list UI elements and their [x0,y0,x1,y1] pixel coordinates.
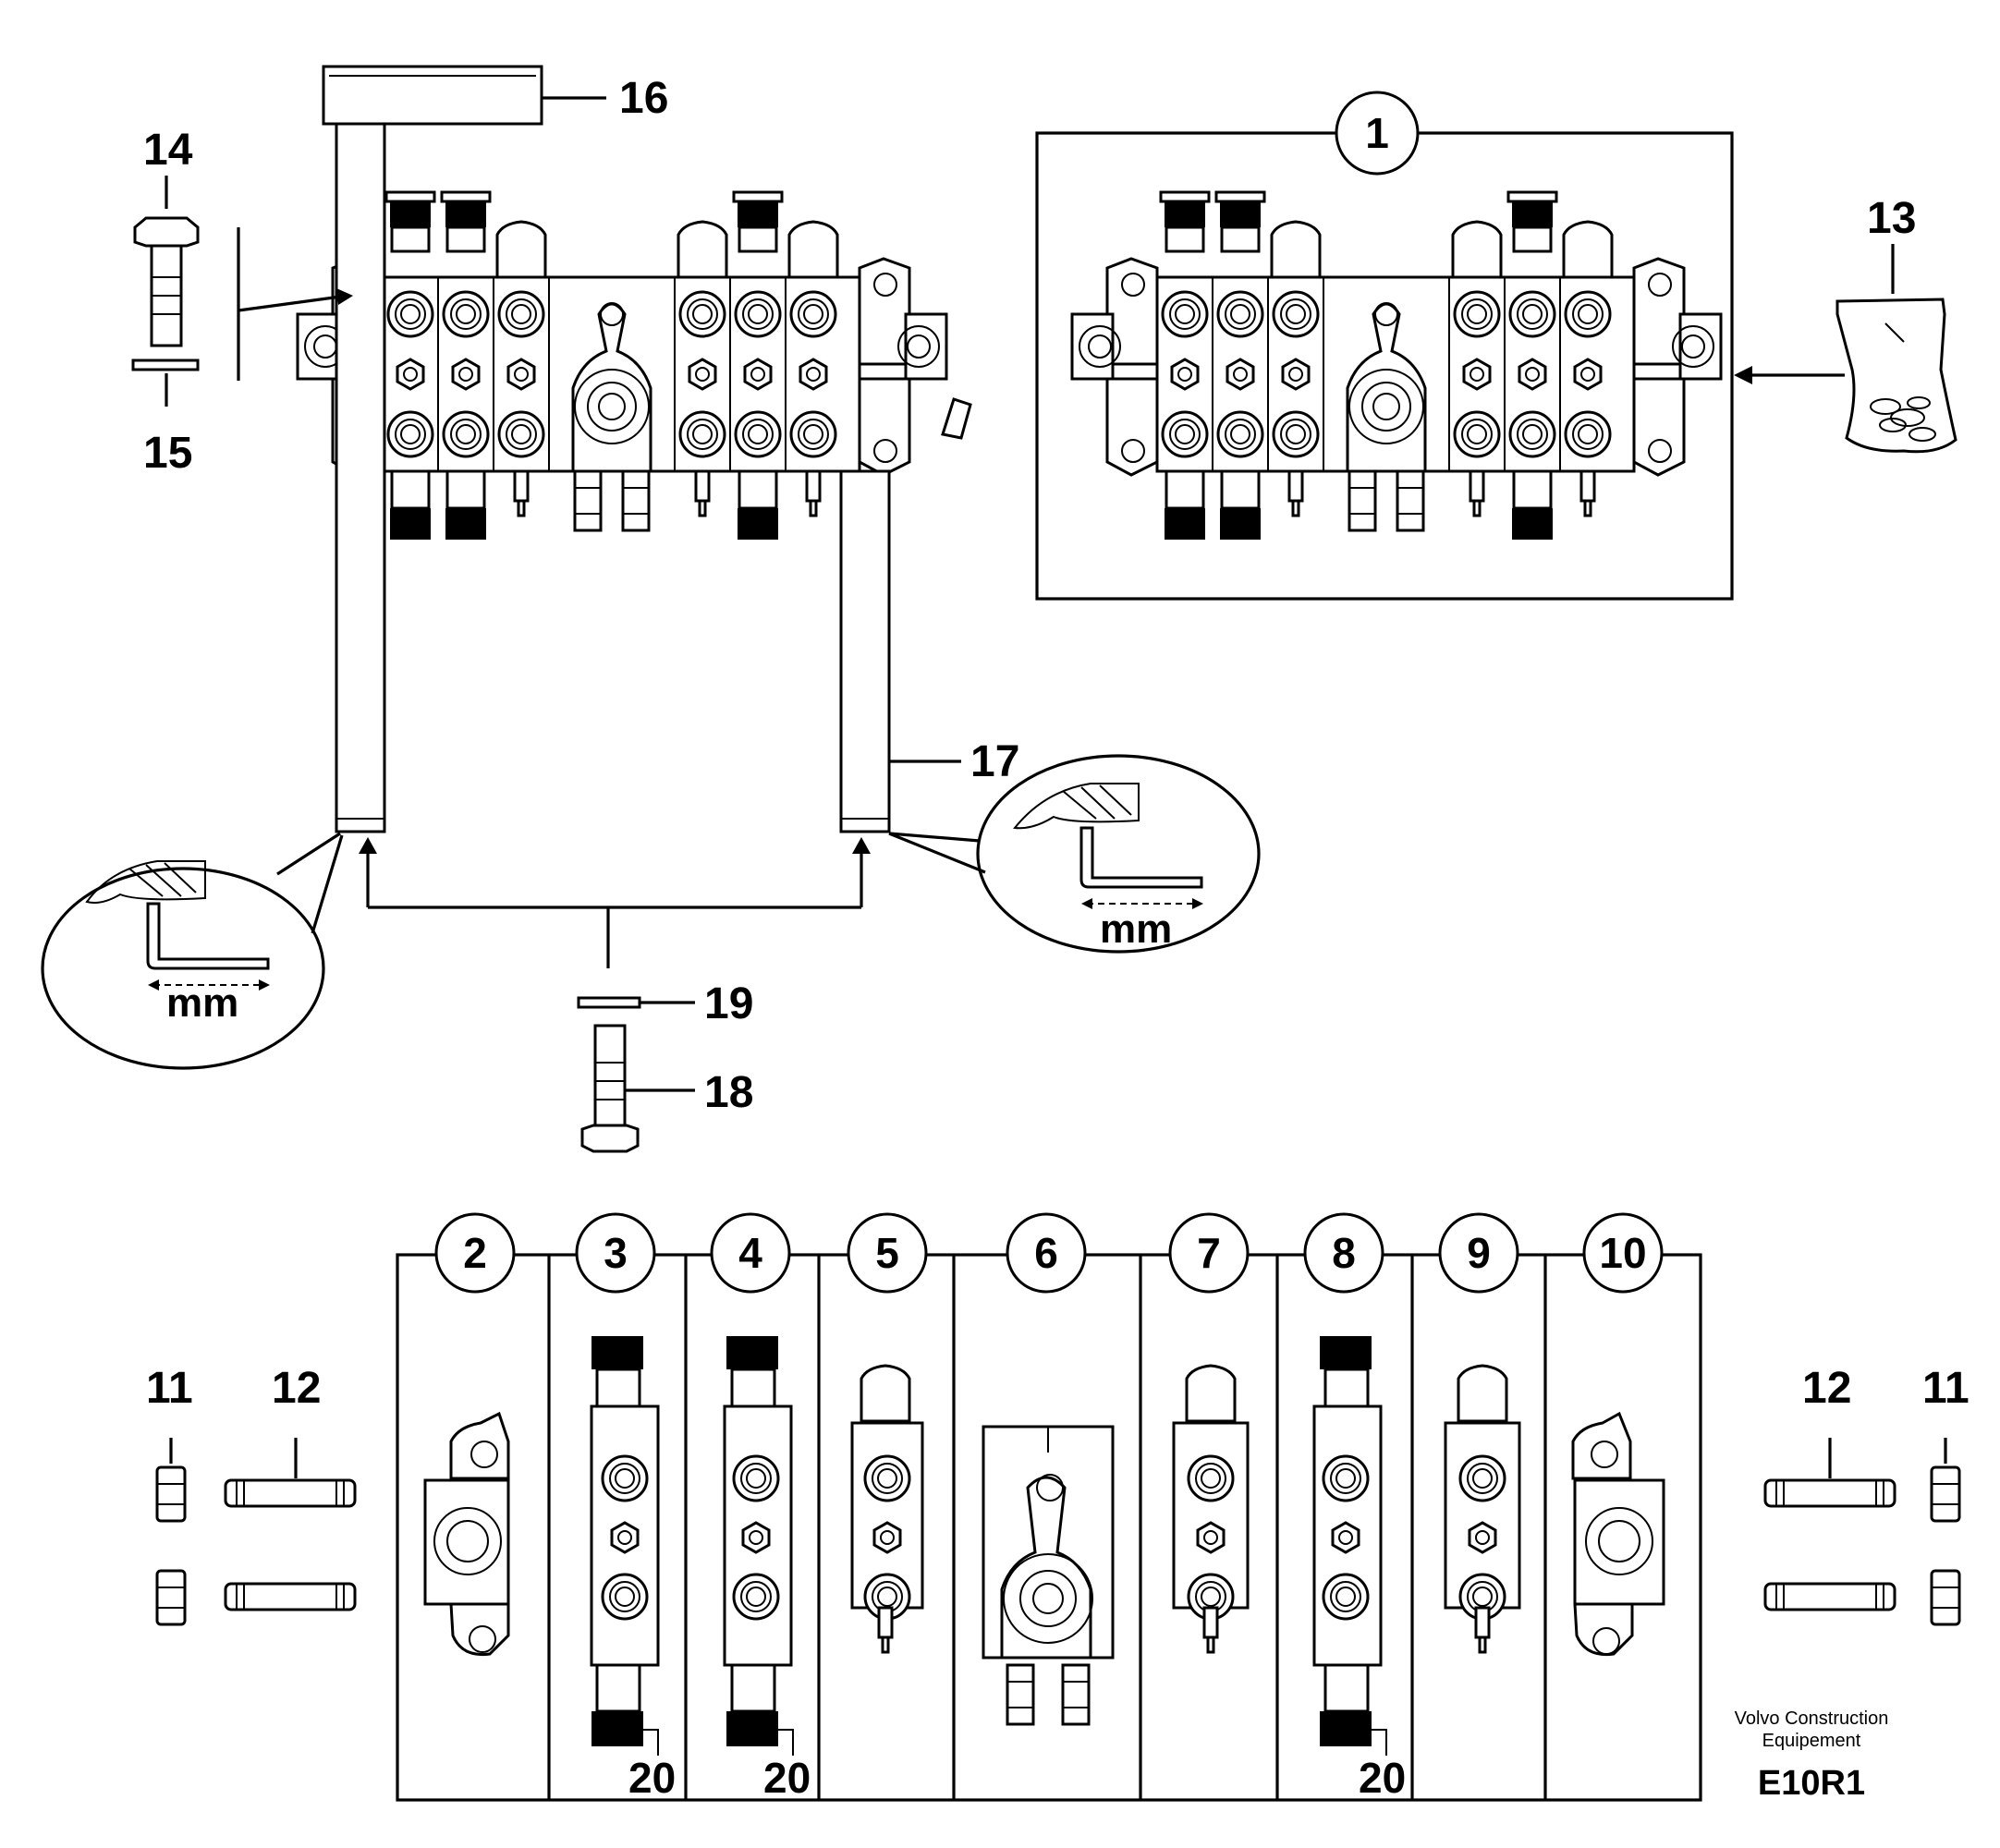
callout-20-b: 20 [763,1754,811,1802]
studs-12-right [1763,1478,1896,1611]
section-9 [1444,1364,1521,1654]
section-8: 20 [1312,1336,1406,1802]
callout-12-left: 12 [272,1364,321,1413]
section-6-pilot [982,1425,1115,1726]
washer-15 [131,359,200,371]
callout-7: 7 [1197,1229,1221,1277]
callout-6: 6 [1034,1229,1058,1277]
kit-1-frame: 1 [1035,91,1734,601]
callout-9: 9 [1467,1229,1491,1277]
company-line-1: Volvo Construction [1735,1708,1889,1729]
nuts-11-right [1930,1465,1961,1626]
section-4: 20 [723,1336,811,1802]
section-5 [850,1364,924,1654]
callout-20-c: 20 [1359,1754,1406,1802]
callout-5: 5 [875,1229,899,1277]
callout-17: 17 [970,737,1019,786]
figure-id: E10R1 [1758,1764,1865,1803]
callout-10: 10 [1599,1229,1646,1277]
callout-16: 16 [619,74,668,123]
callout-12-right: 12 [1802,1364,1851,1413]
callout-18: 18 [704,1068,753,1117]
seal-kit-13 [1835,298,1957,454]
bolt-14 [133,216,200,347]
callout-14: 14 [143,126,193,175]
callout-11-right: 11 [1922,1364,1970,1413]
bolt-18 [580,1024,640,1153]
bracket-16 [322,65,543,126]
unit-mm-left: mm [166,980,238,1026]
torque-detail-right: mm [976,754,1261,954]
torque-detail-left: mm [41,860,325,1070]
callout-15: 15 [143,429,192,478]
washer-19 [577,996,641,1009]
section-panels [396,1253,1702,1802]
section-7 [1172,1364,1250,1654]
section-2-inlet-cover [423,1411,510,1657]
unit-mm-right: mm [1100,906,1172,952]
tie-rod-left [335,100,386,833]
callout-3: 3 [604,1229,628,1277]
section-10-outlet-cover [1571,1411,1665,1657]
callout-20-a: 20 [628,1754,676,1802]
tie-rod-right [839,469,891,833]
callout-8: 8 [1332,1229,1356,1277]
callout-2: 2 [463,1229,487,1277]
company-line-2: Equipement [1762,1731,1861,1751]
callout-11-left: 11 [146,1364,193,1413]
callout-13: 13 [1867,194,1916,243]
nuts-11-left [155,1465,187,1626]
section-number-circles [434,1212,1664,1294]
callout-4: 4 [738,1229,762,1277]
studs-12-left [224,1478,357,1611]
callout-19: 19 [704,979,753,1028]
outlet-pipe [941,397,972,440]
callout-1: 1 [1365,109,1389,157]
section-3: 20 [590,1336,676,1802]
